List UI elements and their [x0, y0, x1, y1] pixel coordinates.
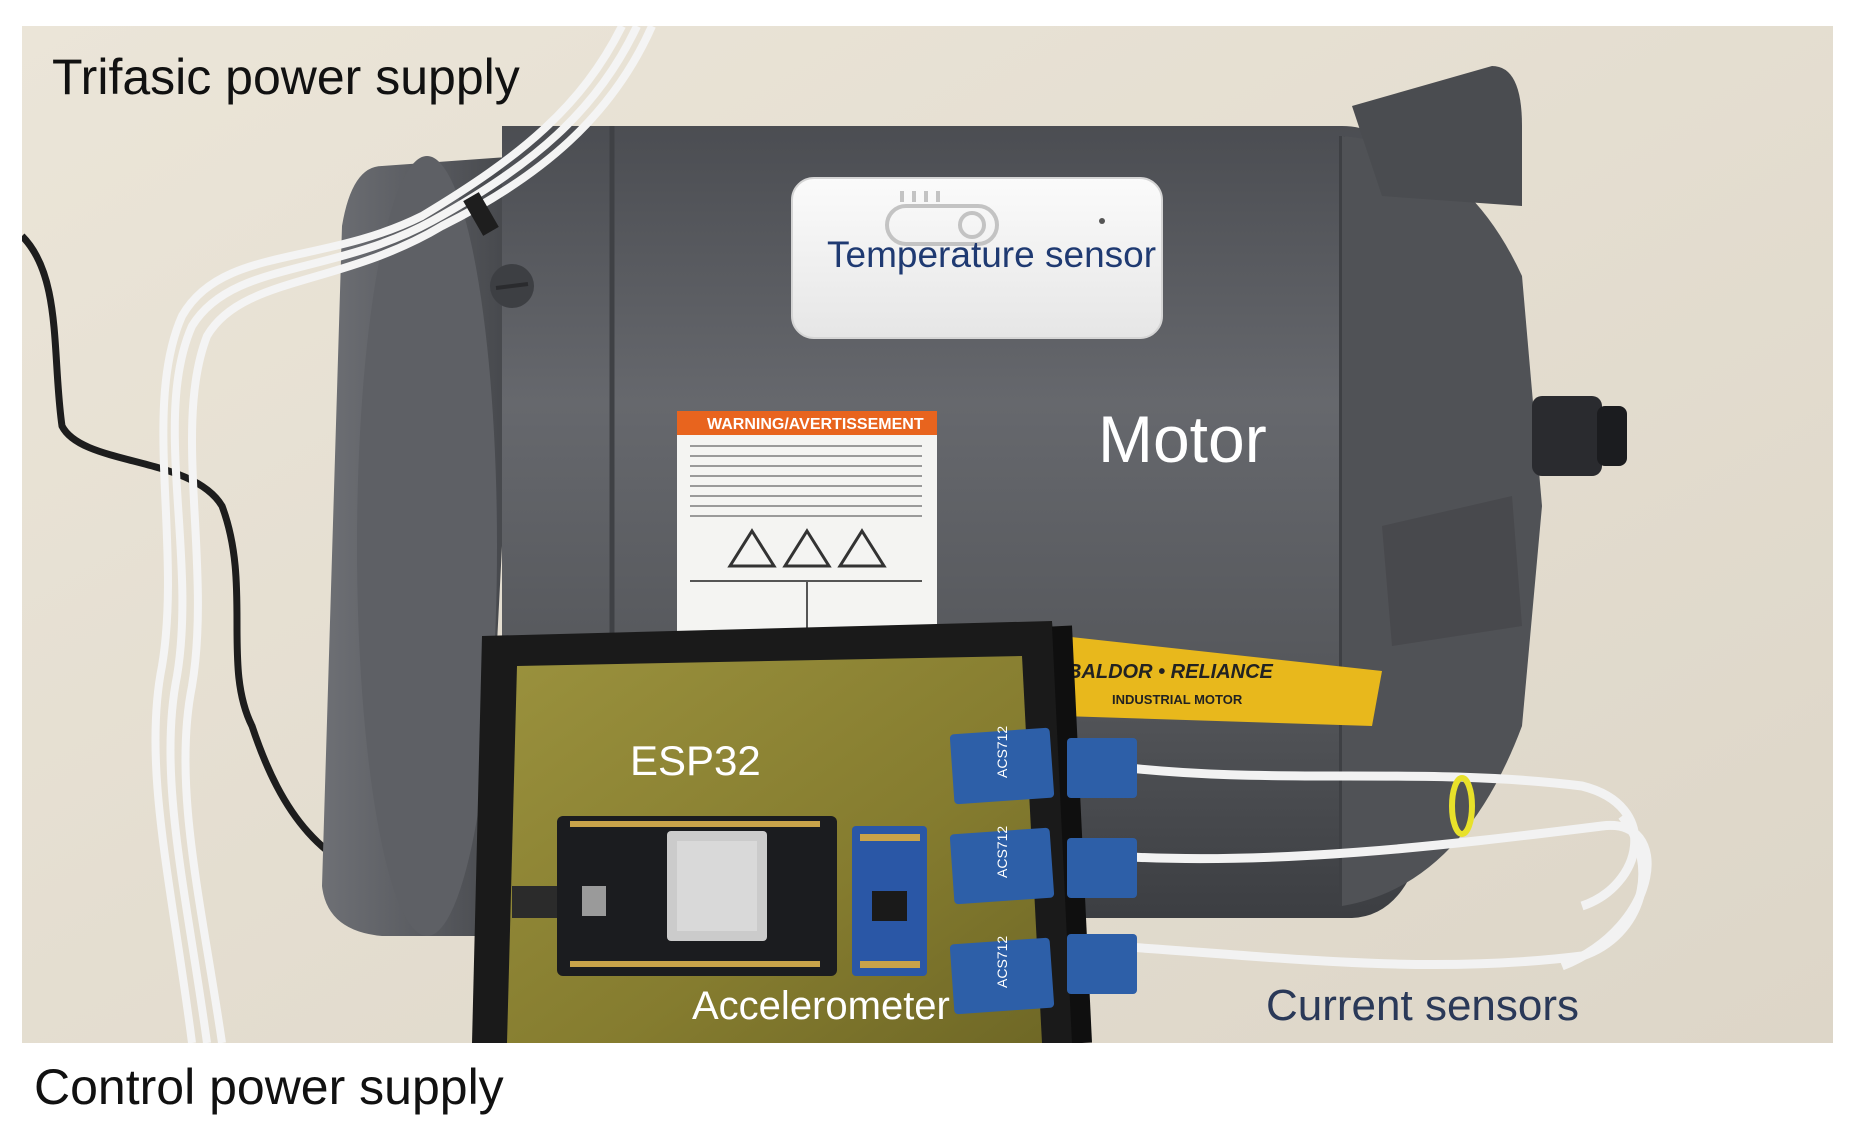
- temperature-sensor-device: [791, 177, 1163, 339]
- motor-setup-photo: WARNING/AVERTISSEMENT BALDOR •: [22, 26, 1833, 1043]
- temperature-sensor-label: Temperature sensor: [827, 234, 1157, 275]
- warning-label-text: WARNING/AVERTISSEMENT: [707, 416, 924, 433]
- trifasic-power-supply-label: Trifasic power supply: [52, 49, 520, 105]
- thermometer-icon: [885, 191, 999, 246]
- accelerometer-label: Accelerometer: [692, 984, 950, 1028]
- current-sensor-1: ACS712: [949, 726, 1137, 805]
- acs712-label-1: ACS712: [994, 726, 1010, 778]
- control-power-cable: [22, 233, 493, 898]
- motor-shaft: [1532, 396, 1602, 476]
- current-sensor-3: ACS712: [949, 934, 1137, 1015]
- motor-label: Motor: [1098, 402, 1267, 476]
- esp32-board: [512, 816, 837, 976]
- baldor-brand-text: BALDOR • RELIANCE: [1067, 661, 1274, 683]
- baldor-sub-text: INDUSTRIAL MOTOR: [1112, 692, 1243, 707]
- esp32-label: ESP32: [630, 737, 761, 784]
- current-sensors-label: Current sensors: [1266, 981, 1580, 1030]
- acs712-label-3: ACS712: [994, 936, 1010, 988]
- warning-label: WARNING/AVERTISSEMENT: [677, 411, 937, 666]
- accelerometer-board: [852, 826, 927, 976]
- trifasic-power-cables: [151, 26, 656, 1043]
- sensor-cables: [1111, 761, 1652, 971]
- acs712-label-2: ACS712: [994, 826, 1010, 878]
- control-power-supply-label: Control power supply: [34, 1059, 504, 1115]
- current-sensor-2: ACS712: [949, 826, 1137, 905]
- baldor-plate: BALDOR • RELIANCE INDUSTRIAL MOTOR: [1062, 636, 1382, 726]
